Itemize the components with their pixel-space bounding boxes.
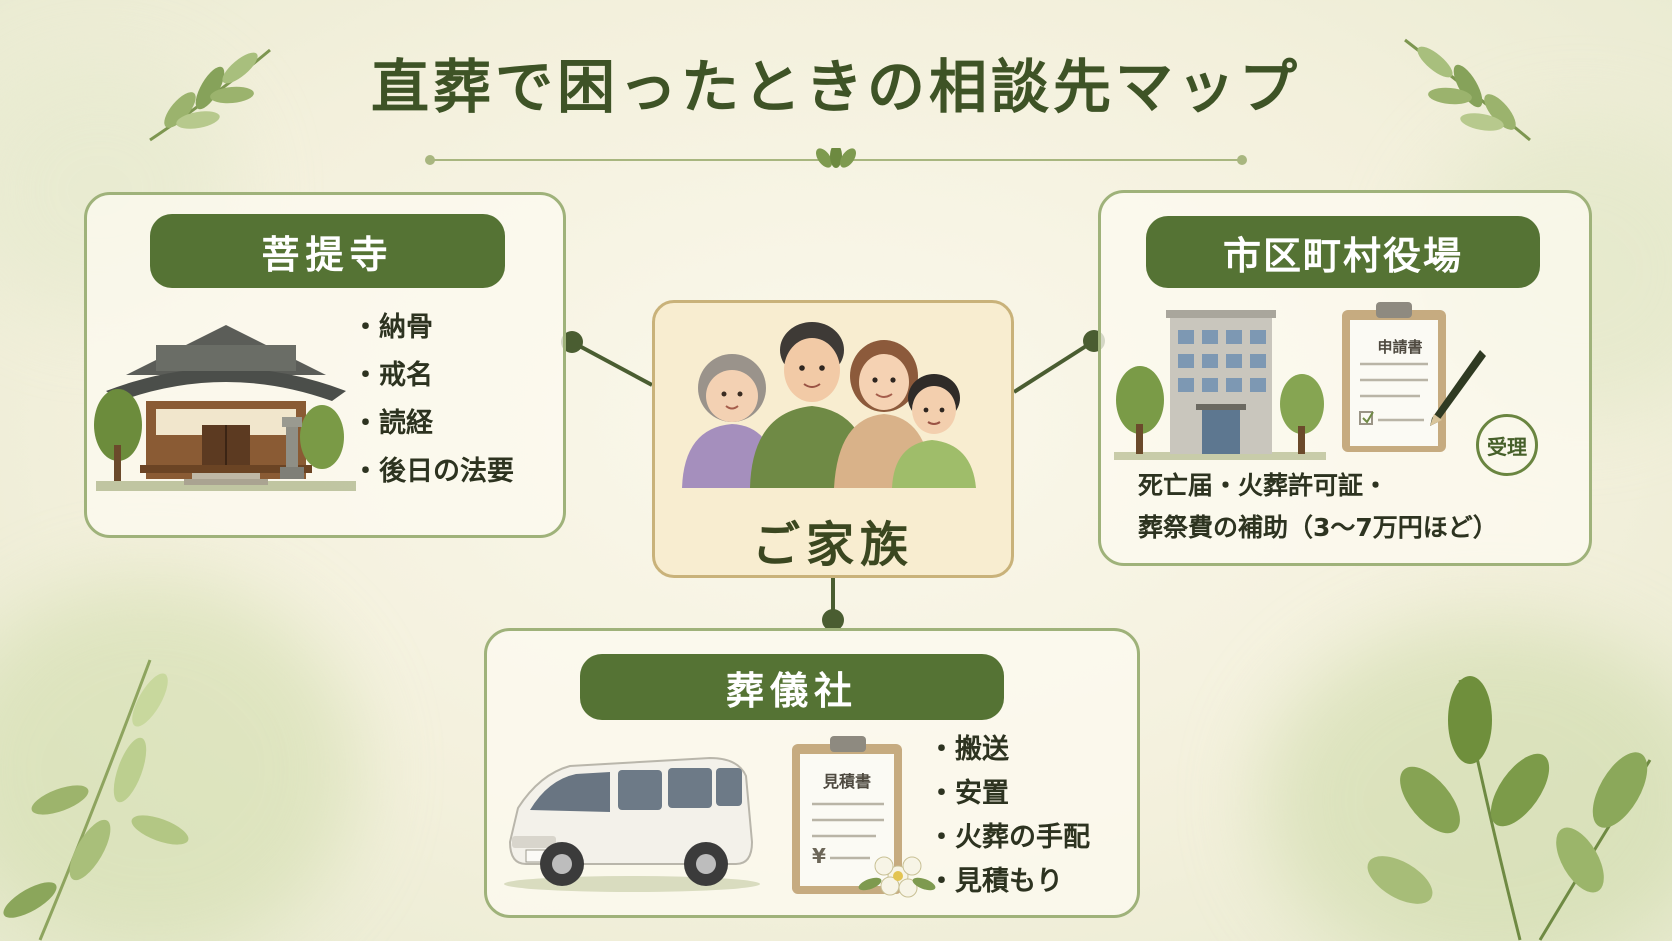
leaf-decoration-top-left-icon — [149, 48, 271, 142]
temple-label: 菩提寺 — [150, 214, 505, 288]
page-title: 直葬で困ったときの相談先マップ — [370, 53, 1301, 121]
watercolor-wash — [0, 580, 360, 941]
city-office-label: 市区町村役場 — [1146, 216, 1540, 288]
temple-services-list: 納骨 戒名 読経 後日の法要 — [352, 304, 514, 496]
estimate-form-label: 見積書 — [822, 772, 871, 791]
received-stamp-label: 受理 — [1487, 434, 1527, 459]
funeral-home-services-list: 搬送 安置 火葬の手配 見積もり — [928, 728, 1090, 904]
list-item: 見積もり — [928, 860, 1090, 904]
city-office-building-icon — [1114, 310, 1326, 460]
application-form-label: 申請書 — [1377, 338, 1423, 356]
received-stamp: 受理 — [1476, 414, 1538, 476]
list-item: 戒名 — [352, 352, 514, 400]
family-label: ご家族 — [751, 517, 914, 573]
leaf-decoration-bottom-left-icon — [3, 659, 189, 941]
family-illustration-icon — [682, 322, 976, 488]
funeral-van-icon — [504, 756, 760, 892]
list-item: 搬送 — [928, 728, 1090, 772]
city-office-note-line1: 死亡届・火葬許可証・ — [1138, 471, 1389, 500]
estimate-clipboard-icon — [792, 736, 936, 898]
yen-icon: ¥ — [812, 844, 826, 868]
temple-building-icon — [94, 325, 356, 491]
leaf-decoration-bottom-right-icon — [1367, 676, 1652, 941]
city-office-note-line2: 葬祭費の補助（3～7万円ほど） — [1138, 513, 1498, 542]
leaf-decoration-top-right-icon — [1404, 38, 1531, 142]
list-item: 読経 — [352, 400, 514, 448]
list-item: 後日の法要 — [352, 448, 514, 496]
list-item: 安置 — [928, 772, 1090, 816]
list-item: 火葬の手配 — [928, 816, 1090, 860]
list-item: 納骨 — [352, 304, 514, 352]
title-divider — [425, 148, 1247, 168]
funeral-home-label: 葬儀社 — [580, 654, 1004, 720]
application-form-clipboard-icon — [1342, 302, 1486, 452]
